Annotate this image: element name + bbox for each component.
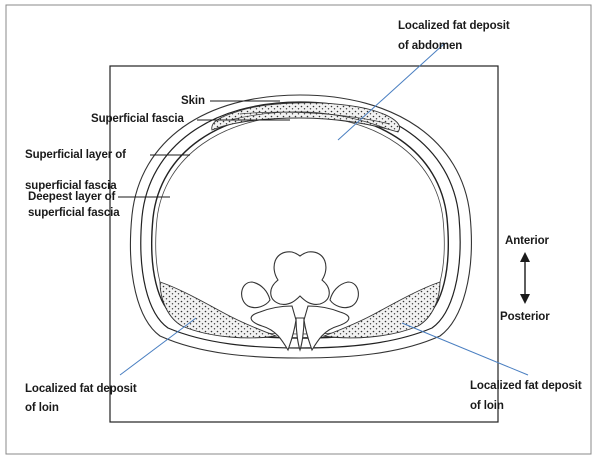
superficial-layer-label-line1: Superficial layer of bbox=[25, 149, 126, 162]
skin-label: Skin bbox=[181, 95, 205, 108]
right-loin-label-line2: of loin bbox=[470, 400, 504, 413]
left-loin-label-line1: Localized fat deposit bbox=[25, 383, 137, 396]
orientation-double-arrow bbox=[520, 252, 530, 304]
abdomen-fat-label-line2: of abdomen bbox=[398, 40, 462, 53]
abdomen-fat-label-line1: Localized fat deposit bbox=[398, 20, 510, 33]
left-loin-label-line2: of loin bbox=[25, 402, 59, 415]
deepest-layer-label-line2: superficial fascia bbox=[28, 207, 120, 220]
superficial-fascia-label: Superficial fascia bbox=[91, 113, 184, 126]
deepest-layer-label-line1: Deepest layer of bbox=[28, 191, 115, 204]
anterior-label: Anterior bbox=[505, 235, 549, 248]
abdomen-fat-deposit bbox=[212, 103, 400, 132]
posterior-label: Posterior bbox=[500, 311, 550, 324]
right-loin-leader-line bbox=[402, 323, 528, 375]
right-loin-label-line1: Localized fat deposit bbox=[470, 380, 582, 393]
left-loin-leader-line bbox=[120, 318, 196, 375]
